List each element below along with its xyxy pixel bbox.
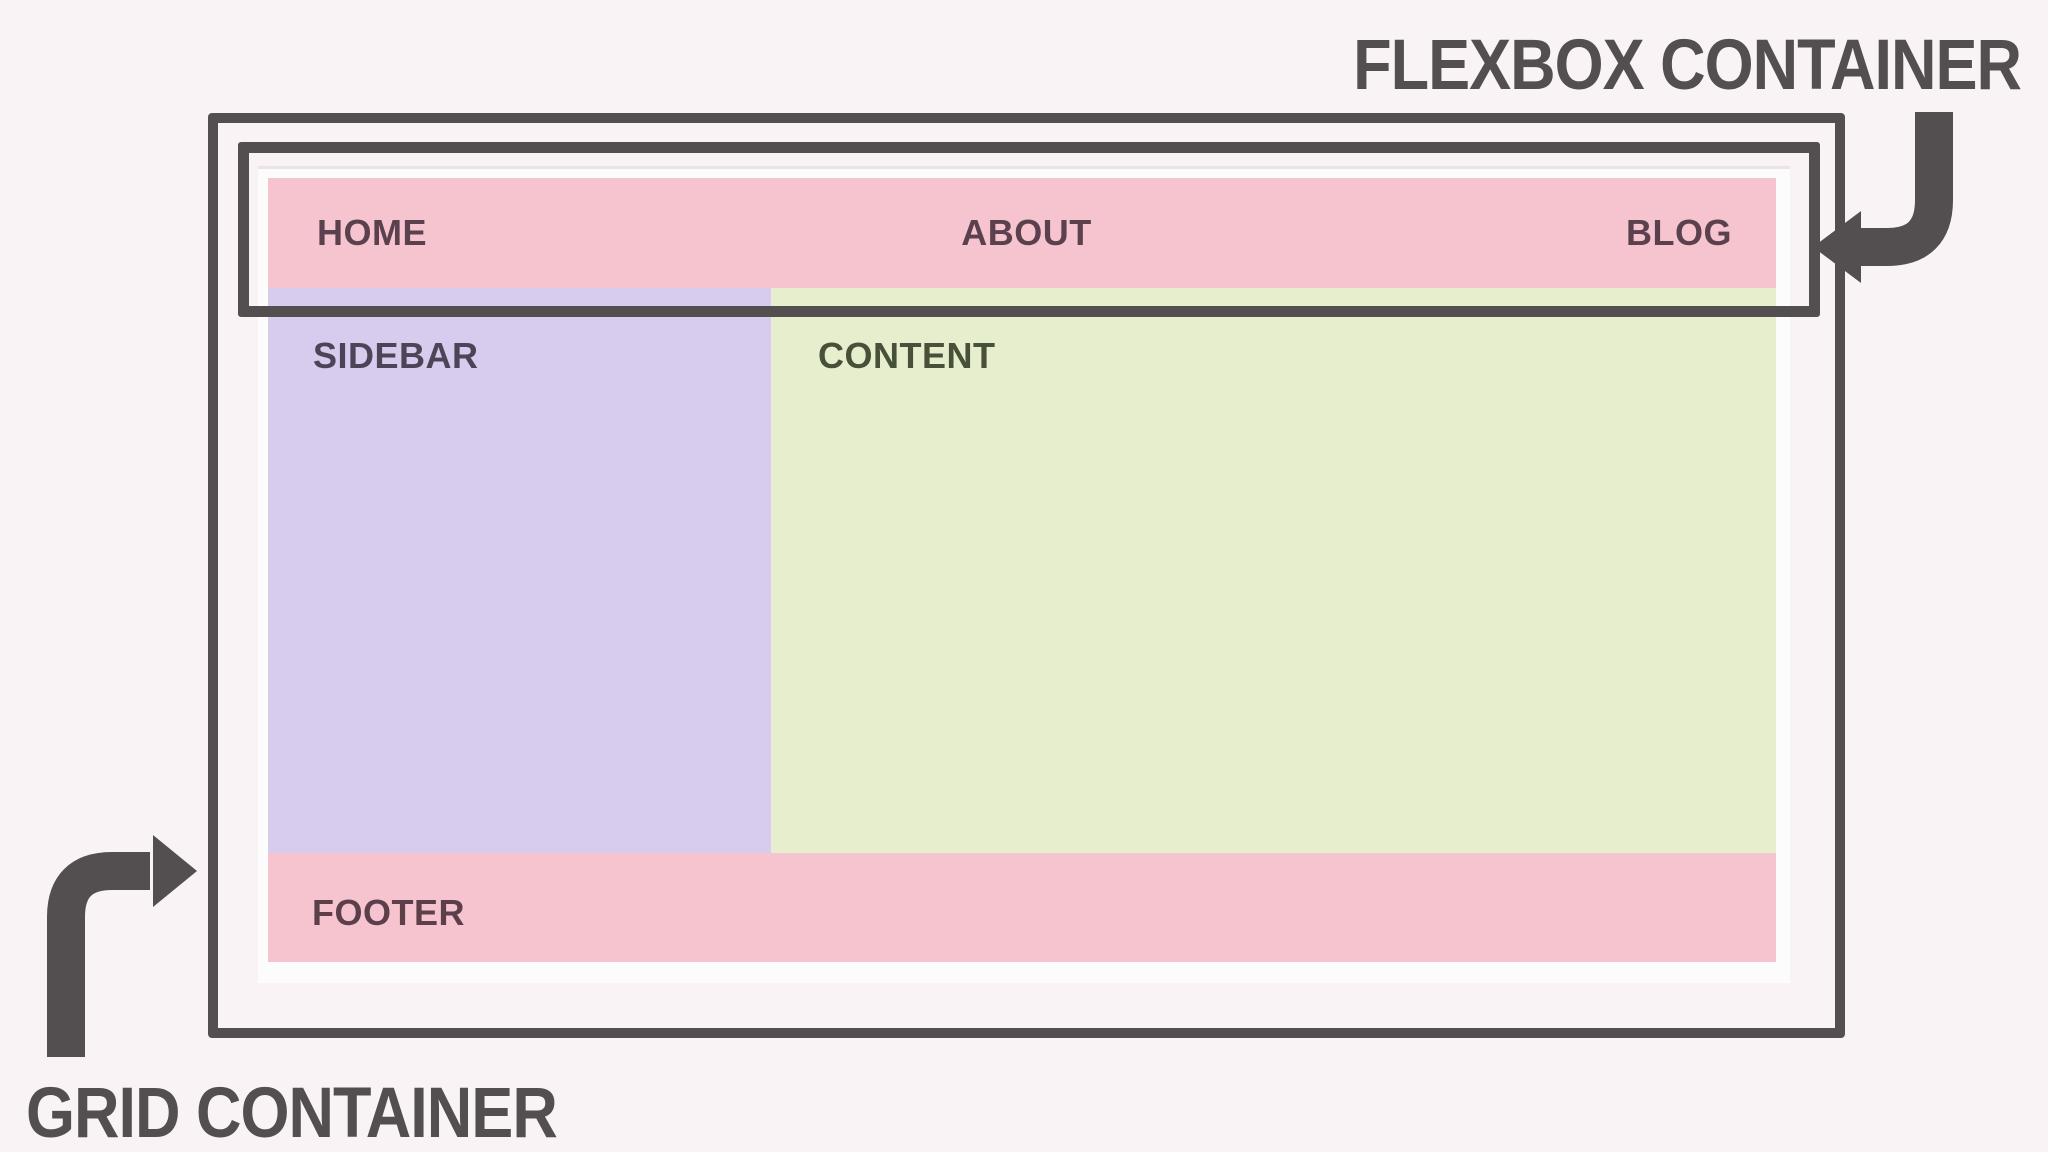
content-label: CONTENT <box>818 335 996 376</box>
footer-label: FOOTER <box>312 891 465 933</box>
flexbox-container-annotation: FLEXBOX CONTAINER <box>1353 25 2022 105</box>
sidebar-block: SIDEBAR <box>268 288 771 853</box>
nav-bar: HOME ABOUT BLOG <box>268 178 1776 288</box>
grid-arrow-icon <box>47 835 197 1057</box>
flexbox-arrow-icon <box>1813 112 1953 283</box>
flexbox-container-outline <box>238 142 1820 317</box>
footer-block: FOOTER <box>268 853 1776 962</box>
content-block: CONTENT <box>771 288 1776 853</box>
grid-container-outline <box>208 113 1845 1038</box>
nav-item-blog: BLOG <box>1626 212 1732 253</box>
nav-item-about: ABOUT <box>961 212 1092 253</box>
grid-container-annotation: GRID CONTAINER <box>26 1073 558 1152</box>
nav-item-home: HOME <box>317 212 427 253</box>
sidebar-label: SIDEBAR <box>313 335 479 376</box>
